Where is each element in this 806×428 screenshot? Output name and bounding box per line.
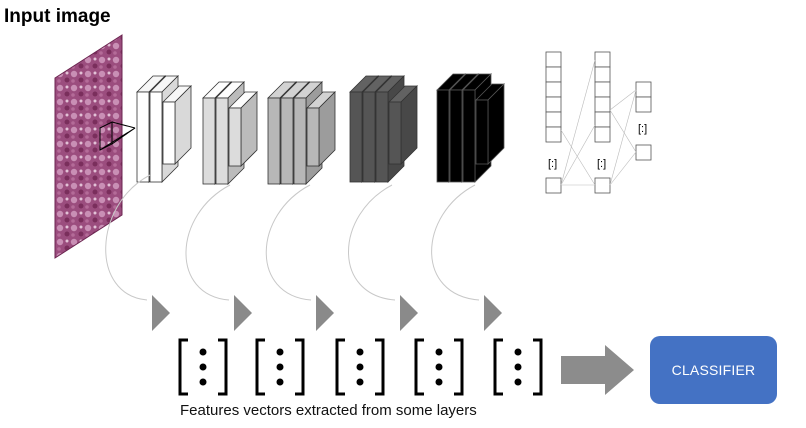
conv-slab-3-4 xyxy=(306,91,336,167)
fc-connections xyxy=(560,59,637,186)
fc-column-2: [:] xyxy=(594,51,611,194)
conv-slab-2-3 xyxy=(228,91,258,167)
fc-neuron xyxy=(594,66,611,83)
fc-neuron xyxy=(594,126,611,143)
curved-arrow-icon xyxy=(348,184,418,331)
input-image xyxy=(54,34,123,259)
classifier-label: CLASSIFIER xyxy=(671,362,756,378)
ellipsis-icon: [:] xyxy=(548,158,557,170)
fc-neuron xyxy=(545,51,562,68)
fc-neuron xyxy=(635,81,652,98)
conv-slab-4-4 xyxy=(388,85,418,165)
fc-neuron xyxy=(594,81,611,98)
fc-neuron xyxy=(545,111,562,128)
arrow-head-icon xyxy=(234,295,252,331)
receptive-field-last-layer xyxy=(511,123,546,149)
classifier-box: CLASSIFIER xyxy=(650,336,777,404)
curved-arrows xyxy=(105,174,502,331)
curved-arrow-icon xyxy=(265,184,334,331)
conv-slab-1-3 xyxy=(162,85,192,165)
arrow-head-icon xyxy=(316,295,334,331)
feature-vectors-caption: Features vectors extracted from some lay… xyxy=(180,402,477,419)
curved-arrow-icon xyxy=(105,174,170,331)
arrow-head-icon xyxy=(484,295,502,331)
conv-layer-blocks xyxy=(136,73,546,185)
fc-neuron xyxy=(545,66,562,83)
block-arrow-icon xyxy=(561,345,634,395)
fc-neuron xyxy=(545,126,562,143)
fc-neuron xyxy=(594,111,611,128)
fc-neuron xyxy=(545,81,562,98)
receptive-field-lines xyxy=(99,121,136,151)
curved-arrow-icon xyxy=(431,184,502,331)
curved-arrow-icon xyxy=(185,184,252,331)
fc-neuron xyxy=(594,177,611,194)
fully-connected-layers: [:] [:] [:] xyxy=(545,51,652,194)
feature-vector xyxy=(414,338,464,396)
arrow-head-icon xyxy=(400,295,418,331)
feature-vector xyxy=(255,338,305,396)
fc-neuron xyxy=(635,96,652,113)
ellipsis-icon: [:] xyxy=(638,123,647,135)
fc-neuron xyxy=(594,96,611,113)
fc-neuron xyxy=(635,144,652,161)
feature-vector xyxy=(335,338,385,396)
ellipsis-icon: [:] xyxy=(597,158,606,170)
arrow-head-icon xyxy=(152,295,170,331)
fc-column-output: [:] xyxy=(635,81,652,161)
feature-vector xyxy=(178,338,228,396)
feature-vector xyxy=(493,338,543,396)
conv-slab-5-4 xyxy=(475,83,505,165)
feature-vectors xyxy=(178,338,543,396)
fc-column-1: [:] xyxy=(545,51,562,194)
fc-neuron xyxy=(545,177,562,194)
fc-neuron xyxy=(545,96,562,113)
input-image-title: Input image xyxy=(4,6,111,27)
fc-neuron xyxy=(594,51,611,68)
